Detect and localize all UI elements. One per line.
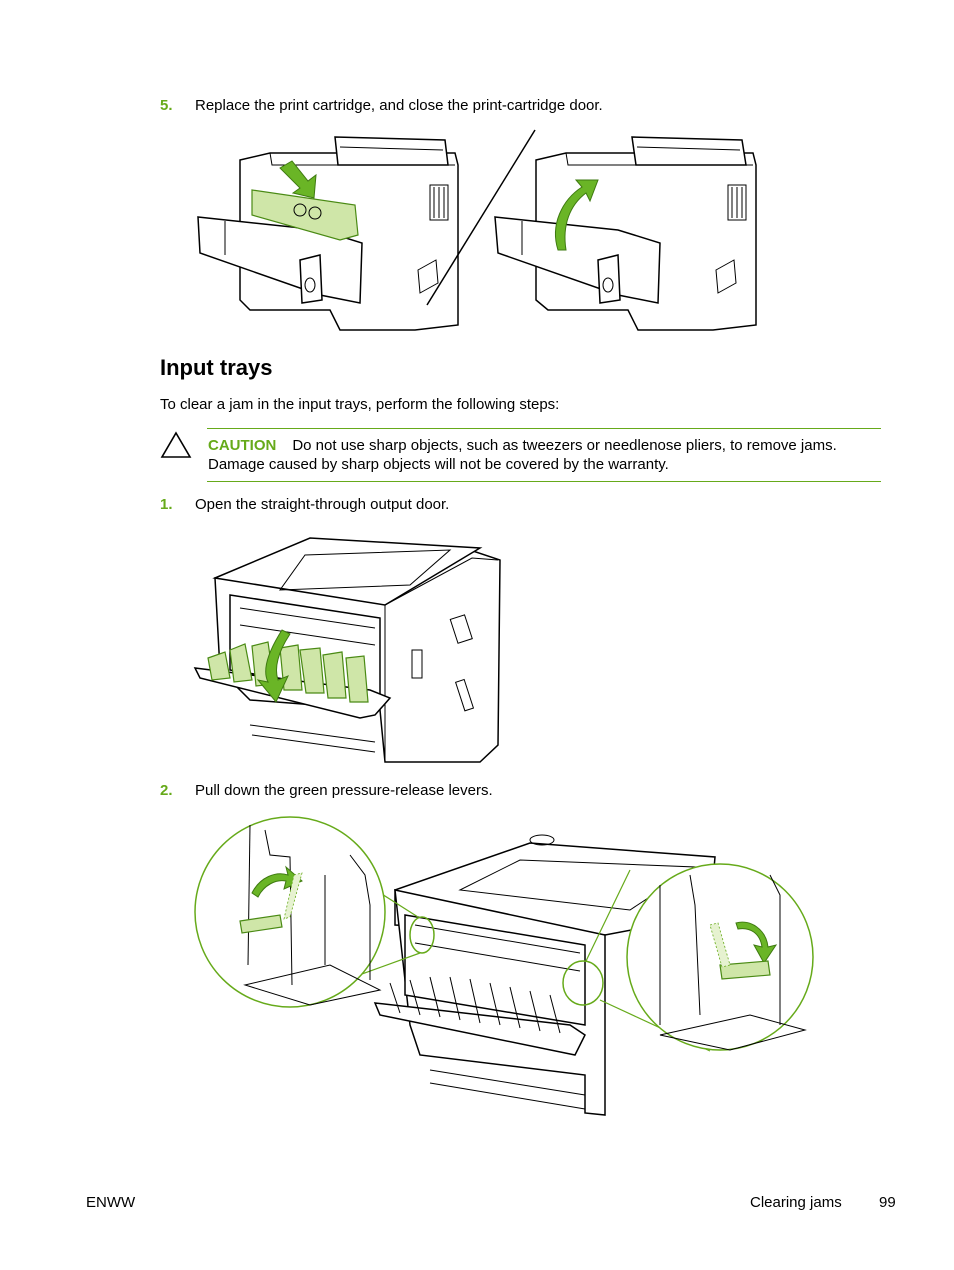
pressure-release-levers-illustration	[194, 816, 814, 1116]
section-heading: Input trays	[160, 355, 273, 380]
caution-box: CAUTION Do not use sharp objects, such as…	[207, 428, 881, 482]
left-zoom-detail	[194, 816, 386, 1008]
replace-cartridge-illustration	[197, 129, 757, 331]
left-lever-marker	[409, 916, 435, 954]
divider-line	[426, 129, 536, 306]
page-number: 99	[879, 1194, 896, 1211]
right-zoom-detail	[626, 863, 814, 1051]
caution-text-line2: Damage caused by sharp objects will not …	[208, 456, 669, 473]
step-5-number: 5.	[160, 97, 173, 114]
door-fins-gray	[389, 976, 561, 1034]
footer-left: ENWW	[86, 1194, 136, 1211]
step-1-text: Open the straight-through output door.	[195, 496, 450, 513]
caution-text-line1: Do not use sharp objects, such as tweeze…	[292, 437, 837, 454]
step-1-number: 1.	[160, 496, 173, 513]
printer-open-right	[494, 136, 757, 331]
step-5-text: Replace the print cartridge, and close t…	[195, 97, 603, 114]
rotate-arrow-right-icon	[735, 921, 778, 964]
output-door-fins	[207, 641, 369, 703]
footer-section: Clearing jams	[750, 1194, 842, 1211]
right-lever-marker	[562, 960, 604, 1006]
step-2-number: 2.	[160, 782, 173, 799]
section-intro: To clear a jam in the input trays, perfo…	[160, 396, 560, 413]
printer-open-left	[197, 136, 459, 331]
output-door-illustration	[193, 537, 501, 763]
warning-triangle-icon	[160, 431, 192, 458]
step-2-text: Pull down the green pressure-release lev…	[195, 782, 493, 799]
caution-label: CAUTION	[208, 437, 277, 454]
